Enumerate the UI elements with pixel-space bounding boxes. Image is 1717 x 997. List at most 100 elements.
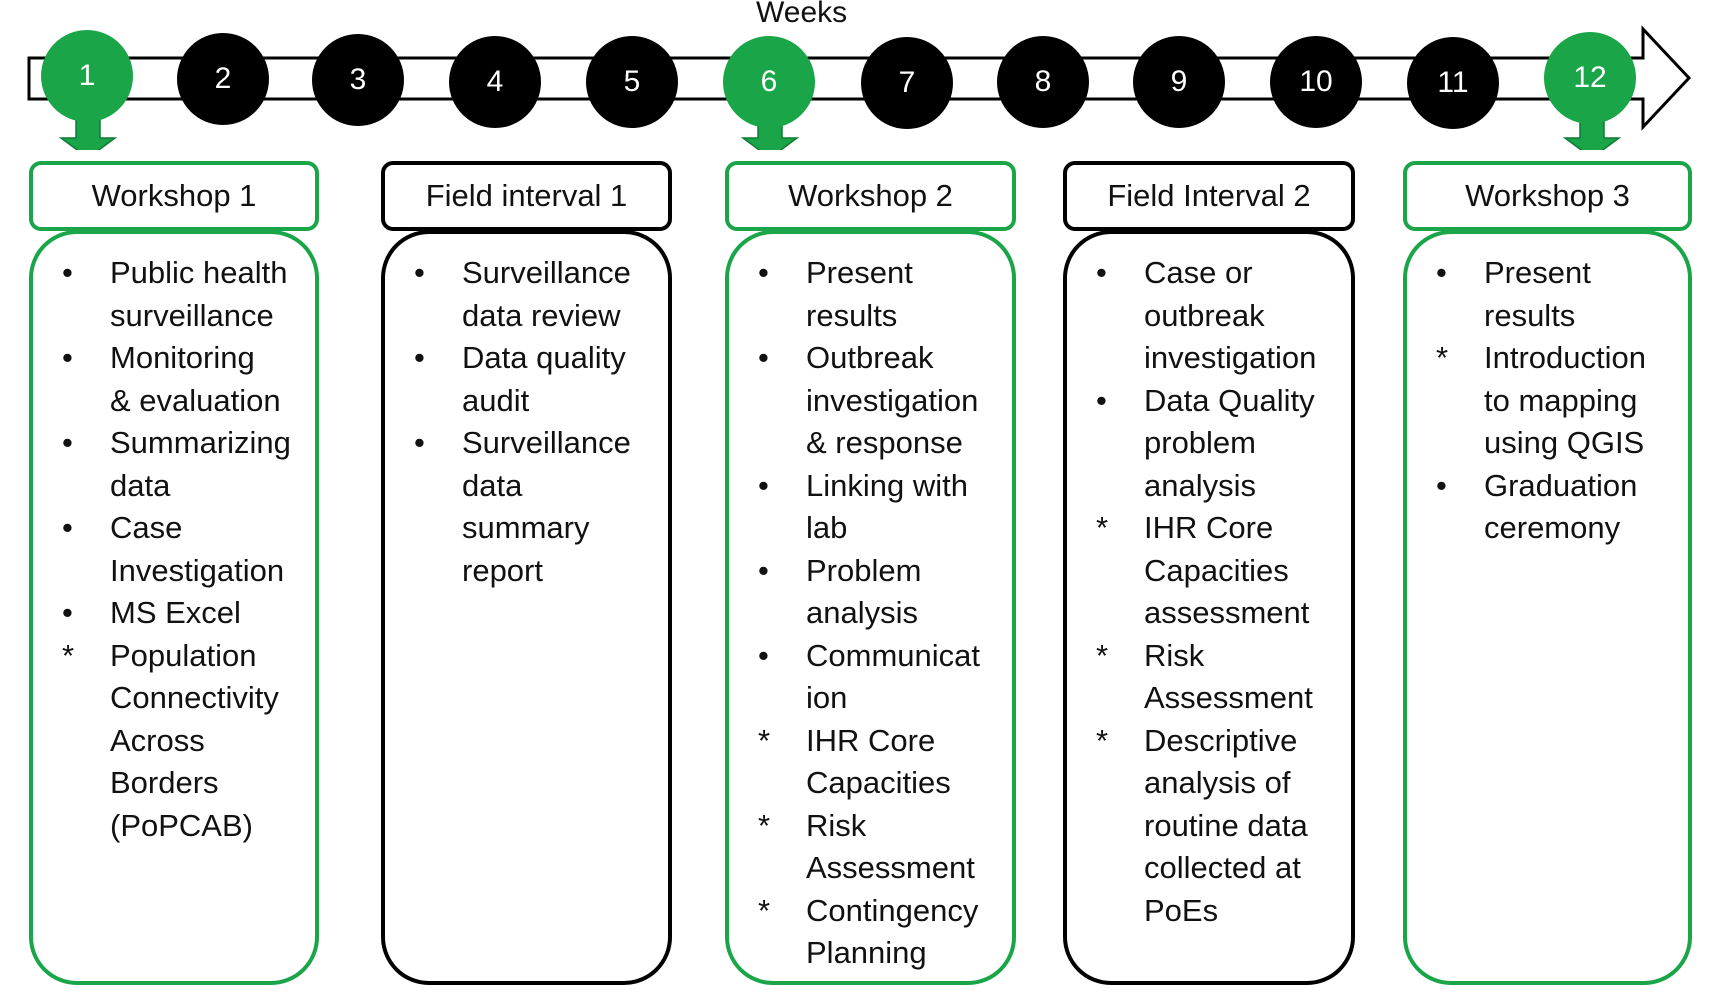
topic-text-line: analysis of — [1144, 765, 1291, 800]
topic-text-line: results — [806, 297, 898, 333]
asterisk-marker: * — [62, 637, 75, 673]
bullet-marker: • — [62, 425, 73, 460]
topic-text: MS Excel — [110, 592, 305, 635]
topic-text-line: investigation — [1144, 340, 1317, 375]
phase-5-title: Workshop 3 — [1465, 178, 1630, 213]
topic-text-line: Present — [806, 255, 913, 290]
week-circle-8: 8 — [997, 36, 1089, 128]
topic-text-line: Graduation — [1484, 467, 1638, 503]
topic-text-line: Public health — [110, 255, 288, 290]
bullet-marker: • — [1096, 255, 1107, 290]
week-circle-9: 9 — [1133, 36, 1225, 128]
topic-text-line: routine data — [1144, 807, 1308, 843]
bullet-marker: • — [1096, 382, 1107, 418]
bullet-marker: • — [62, 595, 73, 630]
bullet-marker: • — [758, 467, 769, 503]
topic-text-line: Connectivity — [110, 680, 279, 715]
topic-text-line: Borders — [110, 765, 219, 800]
phase-3-header: Workshop 2 — [725, 161, 1016, 231]
topic-text-line: Present — [1484, 255, 1591, 290]
topic-text-line: Capacities — [806, 765, 951, 800]
topic-text-line: Monitoring — [110, 340, 255, 375]
topic-text-line: Investigation — [110, 552, 285, 588]
topic-text: Monitoring & evaluation — [110, 337, 305, 422]
bullet-marker: • — [758, 637, 769, 673]
topic-text-line: MS Excel — [110, 595, 241, 630]
phase-1-header: Workshop 1 — [29, 161, 319, 231]
week-circle-11: 11 — [1407, 37, 1499, 129]
topic-text-line: data review — [462, 297, 621, 333]
week-circle-10: 10 — [1270, 36, 1362, 128]
topic-text-line: Surveillance — [462, 425, 631, 460]
week-circle-7: 7 — [861, 37, 953, 129]
topic-text-line: Descriptive — [1144, 722, 1298, 758]
topic-text-line: Summarizing — [110, 425, 291, 460]
topic-text-line: & response — [806, 425, 963, 460]
week-circle-5: 5 — [586, 36, 678, 128]
topic-text-line: Linking with — [806, 467, 968, 503]
topic-text-line: Outbreak — [806, 340, 934, 375]
week-circle-6: 6 — [723, 36, 815, 128]
bullet-marker: • — [414, 425, 425, 460]
topic-text-line: ion — [806, 680, 848, 715]
topic-item: • MS Excel — [58, 592, 305, 635]
workshop-start-arrows — [58, 117, 1622, 150]
week-circle-3: 3 — [312, 34, 404, 126]
topic-text-line: assessment — [1144, 595, 1310, 630]
topic-text-line: results — [1484, 297, 1576, 333]
topic-text-line: Contingency — [806, 892, 979, 928]
topic-text-line: PoEs — [1144, 892, 1219, 928]
topic-text-line: & evaluation — [110, 382, 281, 418]
topic-text-line: to mapping — [1484, 382, 1638, 418]
topic-text-line: summary — [462, 510, 590, 545]
asterisk-marker: * — [758, 892, 771, 928]
topic-item: •Monitoring& evaluation — [58, 337, 305, 422]
topic-text-line: Data quality — [462, 340, 626, 375]
phase-2-header: Field interval 1 — [381, 161, 672, 231]
topic-text-line: Population — [110, 637, 257, 673]
phase-2-title: Field interval 1 — [425, 178, 628, 213]
week-circle-12: 12 — [1544, 32, 1636, 124]
bullet-marker: • — [62, 255, 73, 290]
topic-text-line: Planning — [806, 935, 927, 970]
topic-text-line: report — [462, 552, 543, 588]
bullet-marker: • — [758, 340, 769, 375]
topic-text: Present results — [1484, 252, 1678, 337]
topic-text-line: audit — [462, 382, 530, 418]
topic-text-line: analysis — [1144, 467, 1256, 503]
topic-text-line: outbreak — [1144, 297, 1265, 333]
topic-text-line: using QGIS — [1484, 425, 1645, 460]
topic-text-line: Assessment — [1144, 680, 1313, 715]
topic-text-line: Problem — [806, 552, 922, 588]
topic-text-line: Case — [110, 510, 183, 545]
